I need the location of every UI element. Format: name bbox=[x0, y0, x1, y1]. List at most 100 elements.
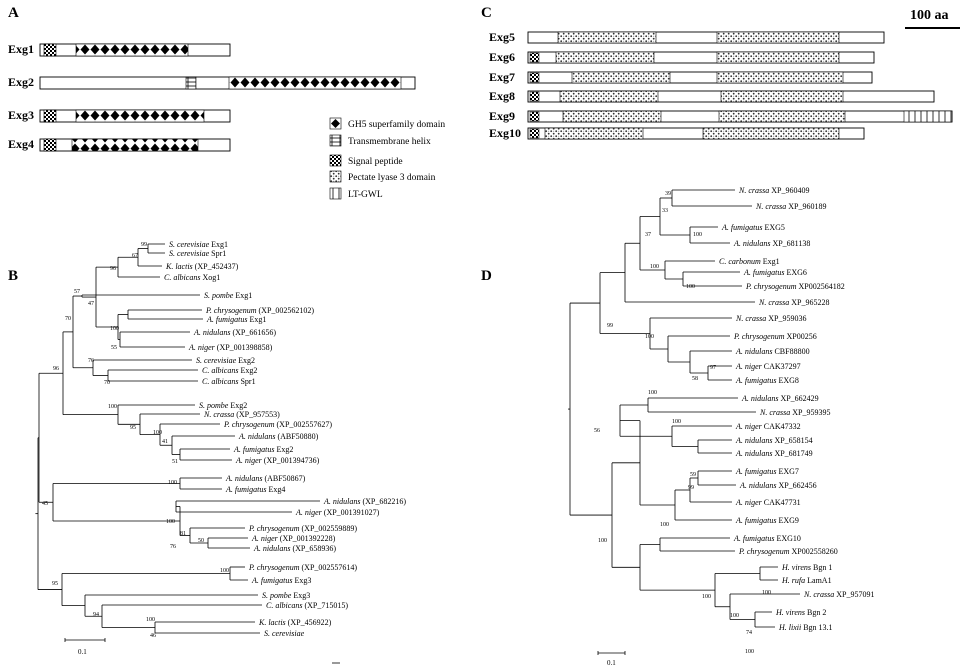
tree-d-leaf-id: Exg1 bbox=[761, 257, 780, 266]
tree-b-leaf-label: A. nidulans (ABF50867) bbox=[225, 474, 306, 483]
legend-ltgwl-swatch bbox=[329, 187, 342, 200]
tree-d-leaf-species: A. nidulans bbox=[735, 449, 772, 458]
tree-d-leaf-id: EXG10 bbox=[774, 534, 800, 543]
tree-b-leaf-label: C. albicans Spr1 bbox=[202, 377, 256, 386]
tree-b-leaf-species: P. chrysogenum bbox=[248, 563, 300, 572]
tree-b-leaf-label: C. albicans Xog1 bbox=[164, 273, 220, 282]
tree-b-bootstrap-value: 100 bbox=[220, 568, 229, 574]
tree-b-leaf-species: S. cerevisiae bbox=[196, 356, 237, 365]
tree-b-leaf-id: (XP_452437) bbox=[193, 262, 239, 271]
tree-d-leaf-id: Bgn 13.1 bbox=[801, 623, 832, 632]
legend-signal-swatch bbox=[329, 154, 342, 167]
tree-d-bootstrap-value: 100 bbox=[648, 390, 657, 396]
tree-d-bootstrap-value: 99 bbox=[607, 323, 613, 329]
tree-b-leaf-id: Spr1 bbox=[238, 377, 255, 386]
tree-d-leaf-id: XP_662456 bbox=[776, 481, 816, 490]
panel-label-c: C bbox=[481, 5, 492, 21]
tree-b-leaf-id: Exg2 bbox=[274, 445, 293, 454]
tree-d-leaf-id: XP_965228 bbox=[789, 298, 829, 307]
tree-d-leaf-id: LamA1 bbox=[805, 576, 831, 585]
tree-d-bootstrap-value: 100 bbox=[660, 522, 669, 528]
tree-b-leaf-label: K. lactis (XP_452437) bbox=[165, 262, 239, 271]
tree-d-leaf-label: A. nidulans XP_662456 bbox=[739, 481, 817, 490]
tree-d-leaf-species: A. fumigatus bbox=[735, 467, 776, 476]
tree-d-leaf-label: P. chrysogenum XP002564182 bbox=[745, 282, 845, 291]
tree-d-leaf-species: C. carbonum bbox=[719, 257, 761, 266]
tree-b-bootstrap-value: 95 bbox=[52, 581, 58, 587]
tree-d-bootstrap-value: 100 bbox=[745, 649, 754, 655]
tree-d-leaf-species: N. crassa bbox=[735, 314, 766, 323]
tree-b-leaf-species: A. nidulans bbox=[253, 544, 290, 553]
tree-d-bootstrap-value: 100 bbox=[730, 613, 739, 619]
tree-b-bootstrap-value: 81 bbox=[180, 531, 186, 537]
tree-d-bootstrap-value: 74 bbox=[746, 630, 752, 636]
tree-b-leaf-species: K. lactis bbox=[165, 262, 193, 271]
tree-d-leaf-id: XP00256 bbox=[785, 332, 817, 341]
tree-d-bootstrap-value: 99 bbox=[688, 485, 694, 491]
tree-b-leaf-label: C. albicans (XP_715015) bbox=[266, 601, 348, 610]
tree-d-leaf-label: A. fumigatus EXG6 bbox=[743, 268, 807, 277]
tree-d-leaf-species: N. crassa bbox=[738, 186, 769, 195]
tree-d-leaf-species: A. nidulans bbox=[735, 436, 772, 445]
tree-d-leaf-label: N. crassa XP_959395 bbox=[759, 408, 830, 417]
panel-label-b: B bbox=[8, 268, 18, 284]
tree-b-leaf-label: A. fumigatus Exg2 bbox=[233, 445, 293, 454]
tree-d-leaf-species: N. crassa bbox=[759, 408, 790, 417]
tree-d-leaf-species: A. nidulans bbox=[739, 481, 776, 490]
tree-b-leaf-id: (XP_001391027) bbox=[322, 508, 380, 517]
tree-b-bootstrap-value: 100 bbox=[166, 519, 175, 525]
tree-b-leaf-species: C. albicans bbox=[164, 273, 200, 282]
tree-d-leaf-label: P. chrysogenum XP00256 bbox=[733, 332, 817, 341]
scale-100aa-label: 100 aa bbox=[910, 8, 949, 23]
tree-d-leaf-species: H. rufa bbox=[781, 576, 805, 585]
tree-d-bootstrap-value: 100 bbox=[702, 594, 711, 600]
tree-d-leaf-species: P. chrysogenum bbox=[738, 547, 790, 556]
tree-b-leaf-id: (XP_002557614) bbox=[300, 563, 358, 572]
tree-b-bootstrap-value: 57 bbox=[74, 289, 80, 295]
legend-pectate-swatch bbox=[329, 170, 342, 183]
tree-d-leaf-label: A. nidulans XP_658154 bbox=[735, 436, 813, 445]
tree-b-bootstrap-value: 100 bbox=[168, 480, 177, 486]
tree-b-leaf-id: Exg2 bbox=[238, 366, 257, 375]
tree-b-leaf-species: K. lactis bbox=[258, 618, 286, 627]
exg2-transmembrane-helix bbox=[185, 76, 197, 90]
tree-b-leaf-id: (XP_456922) bbox=[286, 618, 332, 627]
tree-d-leaf-label: A. nidulans XP_681138 bbox=[733, 239, 810, 248]
tree-b-leaf-label: C. albicans Exg2 bbox=[202, 366, 257, 375]
tree-b-leaf-species: A. fumigatus bbox=[225, 485, 266, 494]
exg8-signal bbox=[529, 91, 540, 102]
legend-ltgwl: LT-GWL bbox=[348, 190, 383, 200]
tree-d-leaf-label: H. lixii Bgn 13.1 bbox=[778, 623, 833, 632]
panel-a-domains: Exg1 Exg2 Exg3 Exg4 bbox=[8, 42, 416, 152]
tree-d-leaf-label: N. crassa XP_959036 bbox=[735, 314, 806, 323]
tree-b-bootstrap-value: 96 bbox=[110, 266, 116, 272]
tree-d-bootstrap-value: 100 bbox=[650, 264, 659, 270]
exg1-gh5-domain bbox=[75, 43, 189, 57]
panel-label-a: A bbox=[8, 5, 19, 21]
tree-d-leaf-id: CBF88800 bbox=[772, 347, 809, 356]
tree-d-leaf-id: EXG9 bbox=[776, 516, 798, 525]
tree-b-leaf-label: S. cerevisiae Spr1 bbox=[169, 249, 226, 258]
exg10-pectate-1 bbox=[544, 127, 644, 140]
tree-d-leaf-species: P. chrysogenum bbox=[733, 332, 785, 341]
tree-d-leaf-species: A. fumigatus bbox=[735, 376, 776, 385]
exg3-gh5-domain bbox=[75, 109, 205, 123]
exg6-signal bbox=[529, 52, 540, 63]
tree-d-leaf-label: A. nidulans CBF88800 bbox=[735, 347, 810, 356]
protein-label-exg2: Exg2 bbox=[8, 75, 34, 89]
tree-d-leaf-label: A. nidulans XP_662429 bbox=[741, 394, 819, 403]
tree-b-leaf-label: N. crassa (XP_957553) bbox=[203, 410, 280, 419]
tree-d-leaf-label: A. niger CAK47332 bbox=[735, 422, 801, 431]
tree-d-bootstrap-value: 97 bbox=[710, 365, 716, 371]
legend-signal: Signal peptide bbox=[348, 157, 403, 167]
tree-b-leaf-label: A. fumigatus Exg1 bbox=[206, 315, 266, 324]
tree-b-bootstrap-value: 45 bbox=[42, 501, 48, 507]
exg10-bar bbox=[527, 127, 865, 140]
tree-b-leaf-label: A. fumigatus Exg4 bbox=[225, 485, 285, 494]
tree-d-leaf-species: N. crassa bbox=[803, 590, 834, 599]
tree-b-leaf-id: Exg3 bbox=[291, 591, 310, 600]
tree-d-leaf-id: EXG6 bbox=[784, 268, 806, 277]
tree-b-leaf-id: (XP_001398858) bbox=[215, 343, 273, 352]
tree-d-leaf-species: A. fumigatus bbox=[733, 534, 774, 543]
tree-b-leaf-species: P. chrysogenum bbox=[223, 420, 275, 429]
